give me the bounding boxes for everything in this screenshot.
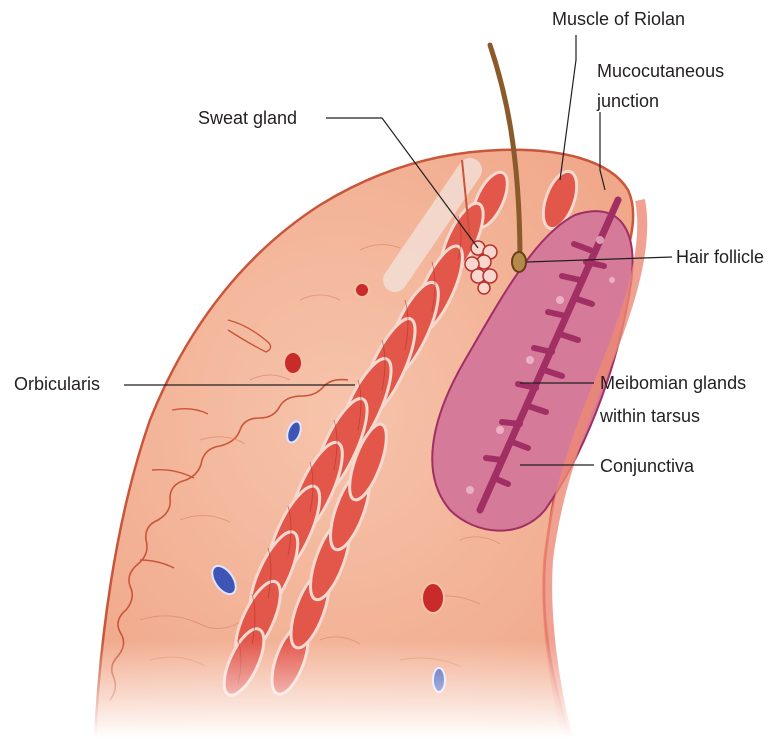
label-conjunctiva: Conjunctiva [600, 455, 694, 477]
label-muscle-of-riolan: Muscle of Riolan [552, 8, 685, 30]
bottom-fade [0, 640, 781, 738]
label-meibomian-line2: within tarsus [600, 405, 700, 427]
label-sweat-gland: Sweat gland [198, 107, 297, 129]
label-meibomian-line1: Meibomian glands [600, 372, 746, 394]
hair-follicle [512, 252, 526, 272]
label-mucocutaneous-line2: junction [597, 90, 659, 112]
label-orbicularis: Orbicularis [14, 373, 100, 395]
label-hair-follicle: Hair follicle [676, 246, 764, 268]
label-mucocutaneous-line1: Mucocutaneous [597, 60, 724, 82]
